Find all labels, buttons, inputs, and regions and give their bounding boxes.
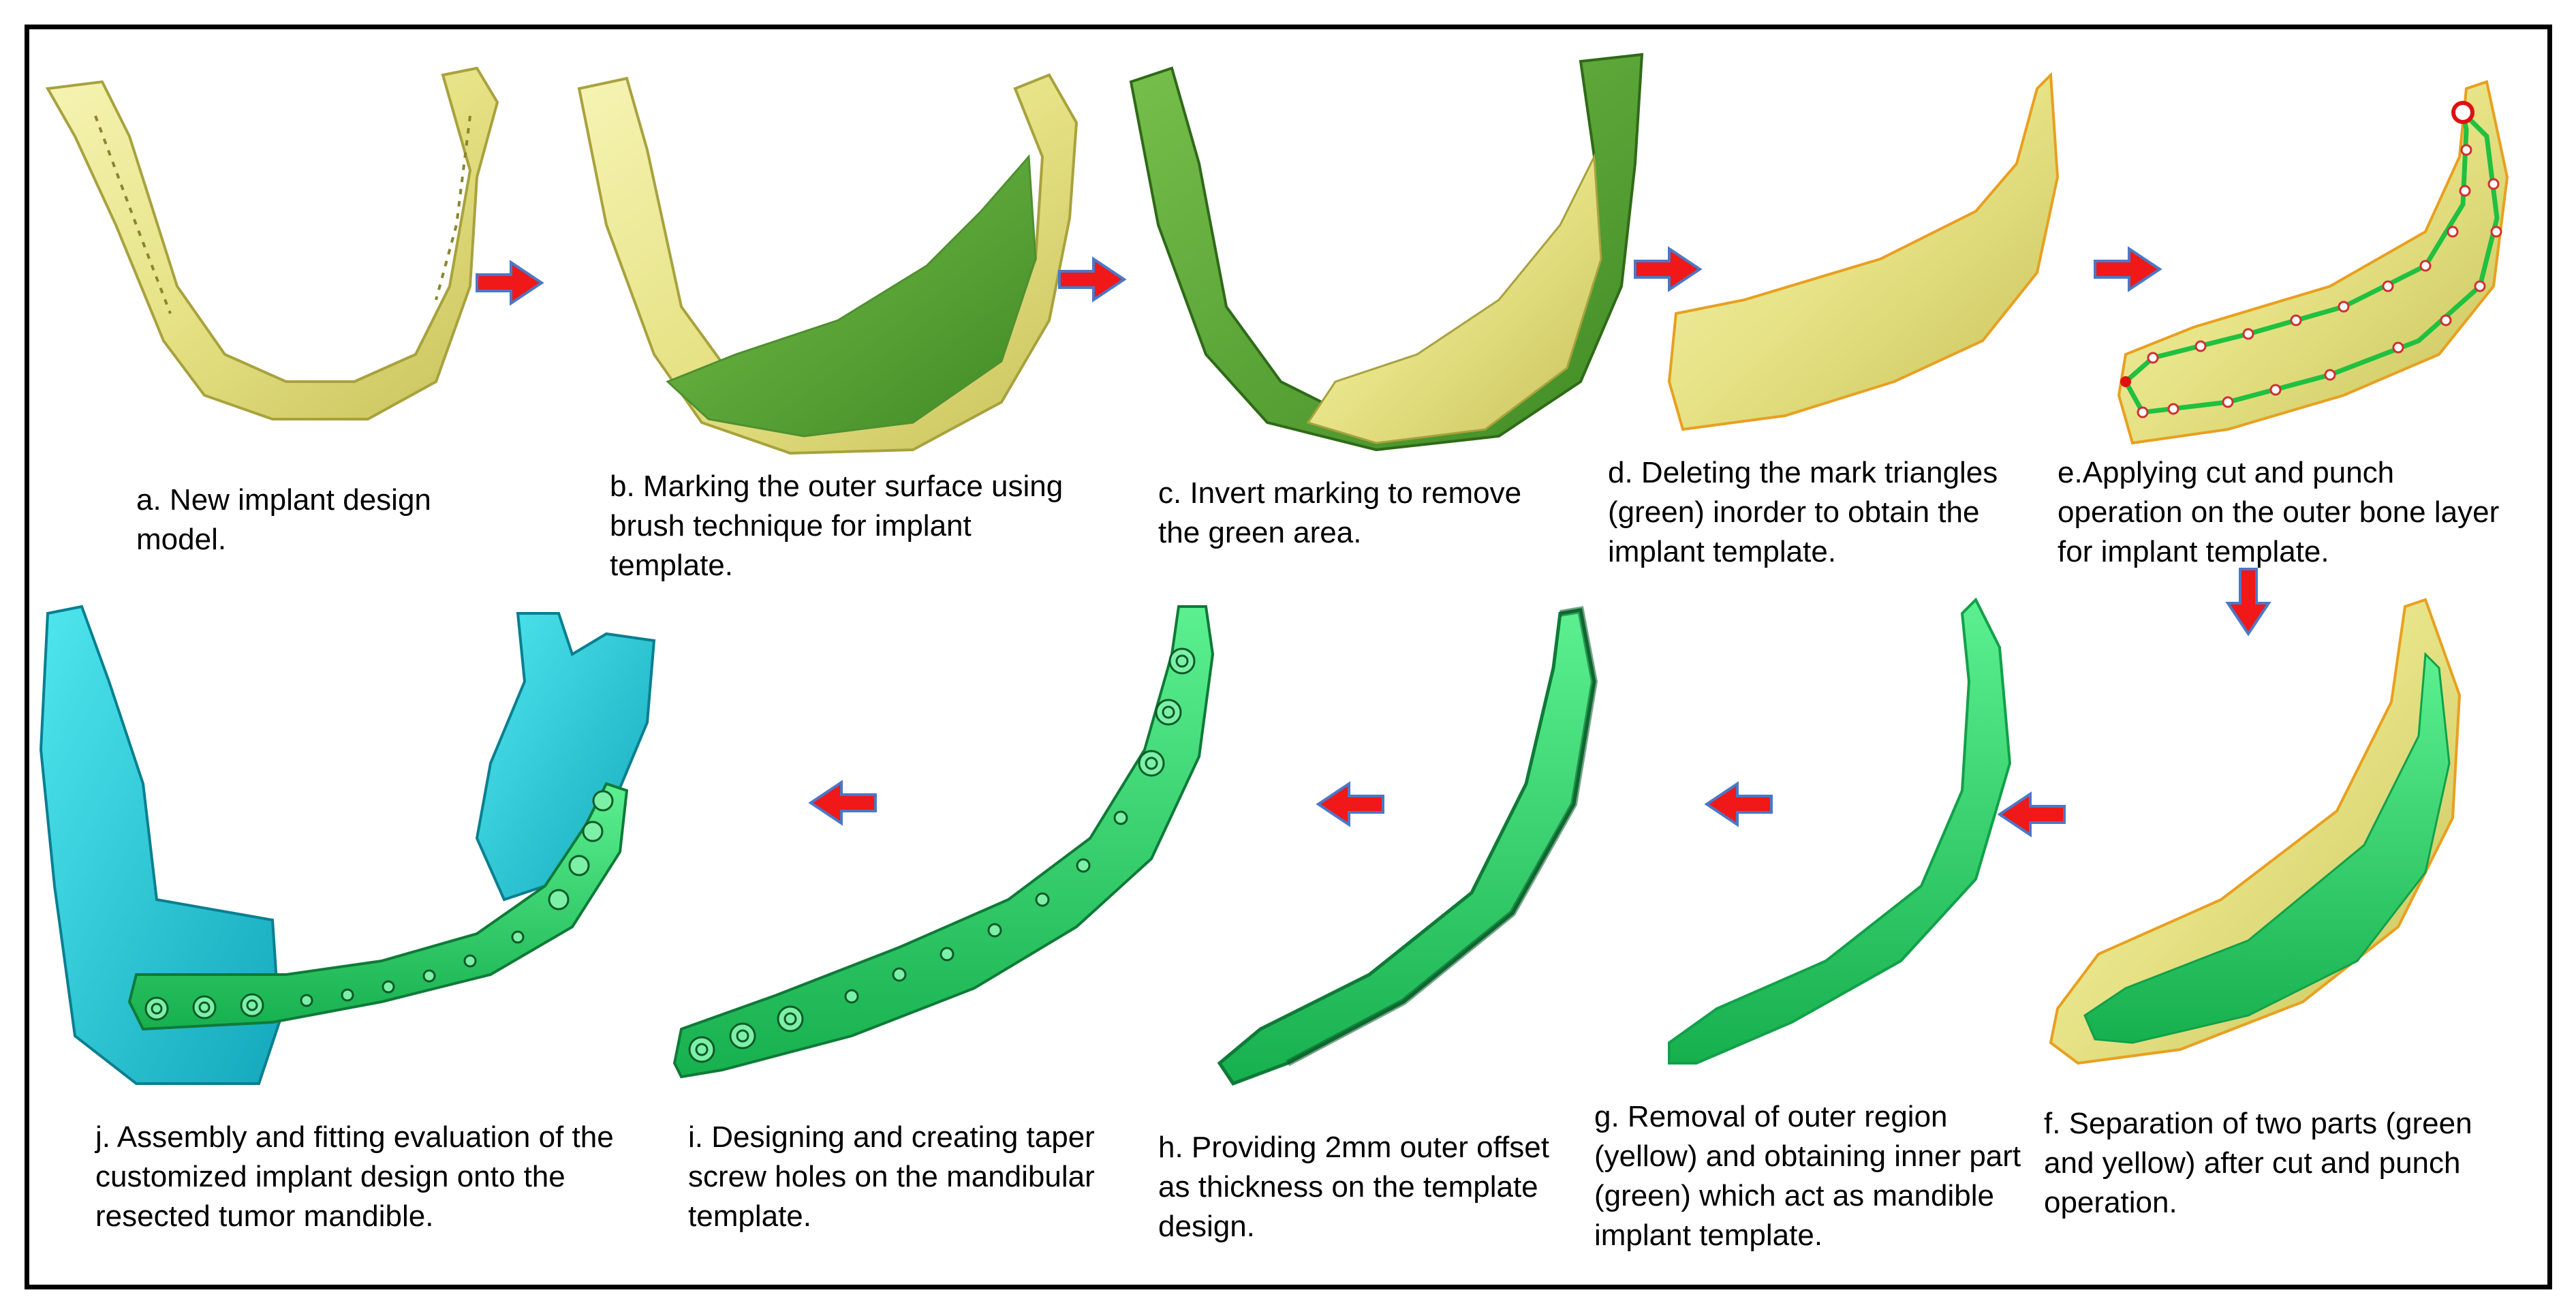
arrow-g-to-h bbox=[1704, 781, 1773, 827]
screw-hole-plate-i bbox=[672, 605, 1215, 1079]
caption-step-b: b. Marking the outer surface using brush… bbox=[610, 470, 1064, 582]
caption-step-h: h. Providing 2mm outer offset as thickne… bbox=[1158, 1131, 1549, 1243]
caption-step-j: j. Assembly and fitting evaluation of th… bbox=[95, 1120, 614, 1233]
template-strip-d bbox=[1667, 72, 2060, 431]
arrow-f-to-g bbox=[1997, 791, 2066, 838]
caption-step-f: f. Separation of two parts (green and ye… bbox=[2044, 1107, 2472, 1219]
caption-step-g: g. Removal of outer region (yellow) and … bbox=[1594, 1100, 2021, 1252]
mandible-model-b bbox=[577, 73, 1078, 455]
arrow-i-to-j bbox=[808, 780, 877, 826]
arrow-d-to-e bbox=[2094, 246, 2162, 292]
arrow-e-to-f bbox=[2225, 568, 2271, 637]
caption-step-e: e.Applying cut and punch operation on th… bbox=[2058, 456, 2500, 568]
mandible-model-a bbox=[45, 66, 499, 420]
flow-arrows bbox=[476, 246, 2271, 838]
assembly-j bbox=[39, 605, 656, 1085]
implant-template-g bbox=[1668, 597, 2012, 1065]
caption-step-i: i. Designing and creating taper screw ho… bbox=[688, 1120, 1095, 1233]
arrow-h-to-i bbox=[1316, 781, 1384, 827]
template-cut-e bbox=[2117, 80, 2509, 445]
arrow-b-to-c bbox=[1058, 256, 1127, 303]
separated-parts-f bbox=[2049, 598, 2462, 1065]
figure-frame bbox=[25, 25, 2552, 1289]
caption-step-a: a. New implant design model. bbox=[136, 483, 431, 556]
caption-step-c: c. Invert marking to remove the green ar… bbox=[1158, 476, 1522, 549]
arrow-c-to-d bbox=[1634, 246, 1703, 292]
mandible-model-c bbox=[1129, 52, 1644, 452]
arrow-a-to-b bbox=[476, 260, 544, 306]
offset-template-h bbox=[1217, 606, 1598, 1086]
caption-step-d: d. Deleting the mark triangles (green) i… bbox=[1608, 456, 1998, 568]
